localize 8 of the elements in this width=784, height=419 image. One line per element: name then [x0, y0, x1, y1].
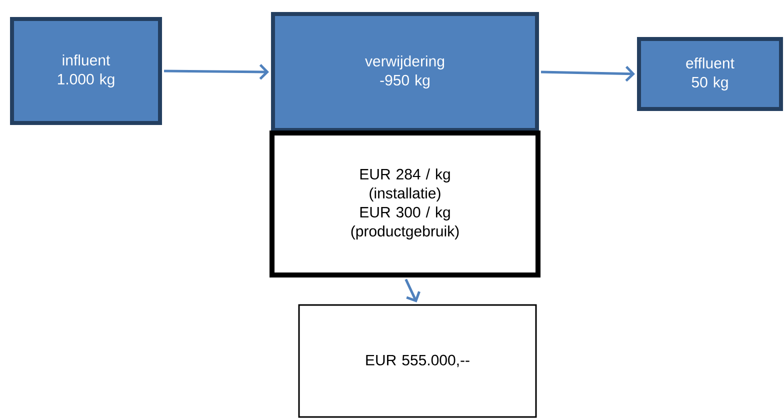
arrow: [404, 278, 420, 302]
arrow: [164, 64, 269, 80]
process-box: influent 1.000 kg: [10, 17, 162, 125]
process-box: verwijdering -950 kg: [271, 12, 539, 132]
arrow: [540, 66, 635, 82]
result-box: EUR 555.000,--: [298, 304, 537, 418]
process-box: effluent 50 kg: [637, 37, 783, 111]
cost-box: EUR 284 / kg (installatie) EUR 300 / kg (productgebruik): [270, 130, 540, 278]
